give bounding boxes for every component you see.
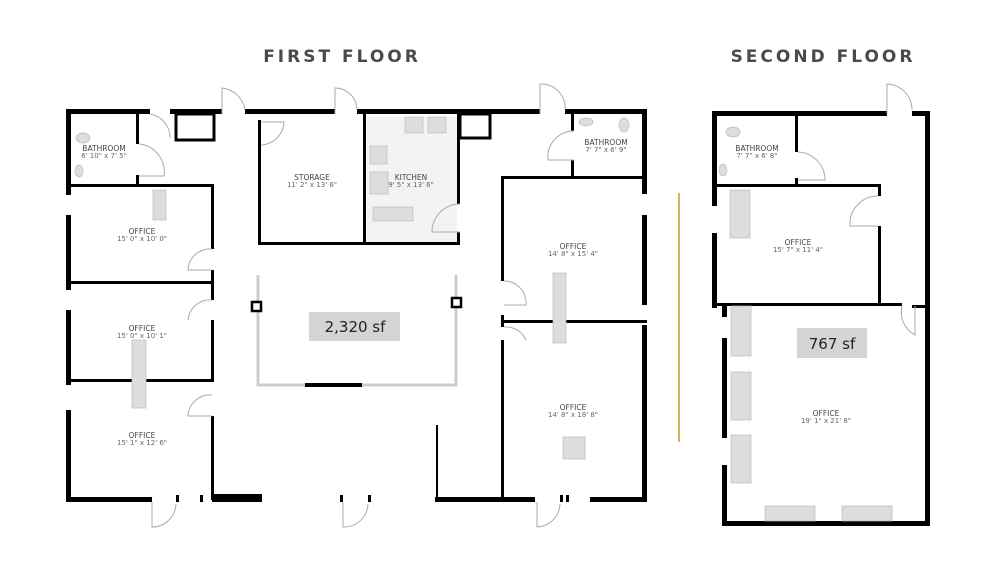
room-dimensions: 15' 0" x 10' 1" (117, 332, 167, 340)
room-dimensions: 15' 0" x 10' 0" (117, 235, 167, 243)
room-dimensions: 14' 8" x 18' 8" (548, 411, 598, 419)
room-dimensions: 7' 7" x 6' 8" (736, 152, 777, 160)
second-floor-title: SECOND FLOOR (731, 47, 916, 67)
room-dimensions: 14' 8" x 15' 4" (548, 250, 598, 258)
room-name: OFFICE (560, 403, 587, 412)
first-floor-title: FIRST FLOOR (263, 47, 421, 67)
room-dimensions: 11' 2" x 13' 6" (287, 181, 337, 189)
room-name: OFFICE (129, 324, 156, 333)
room-name: BATHROOM (82, 144, 125, 153)
first-floor-plan: BATHROOM 6' 10" x 7' 5" STORAGE 11' 2" x… (66, 83, 647, 528)
first-floor-area: 2,320 sf (325, 318, 387, 336)
room-name: OFFICE (129, 431, 156, 440)
second-floor-area: 767 sf (809, 335, 856, 353)
room-name: OFFICE (813, 409, 840, 418)
room-name: KITCHEN (395, 173, 428, 182)
room-name: BATHROOM (735, 144, 778, 153)
room-dimensions: 9' 5" x 13' 6" (388, 181, 434, 189)
area-badge (309, 312, 400, 341)
area-badge (797, 328, 867, 358)
room-dimensions: 19' 1" x 21' 8" (801, 417, 851, 425)
room-dimensions: 15' 7" x 11' 4" (773, 246, 823, 254)
room-name: OFFICE (560, 242, 587, 251)
room-name: STORAGE (294, 173, 330, 182)
room-name: OFFICE (785, 238, 812, 247)
room-name: OFFICE (129, 227, 156, 236)
floor-divider (678, 193, 680, 442)
room-dimensions: 15' 1" x 12' 6" (117, 439, 167, 447)
room-dimensions: 7' 7" x 6' 9" (585, 146, 626, 154)
room-dimensions: 6' 10" x 7' 5" (81, 152, 127, 160)
second-floor-plan: BATHROOM 7' 7" x 6' 8" OFFICE 15' 7" x 1… (712, 83, 930, 526)
room-name: BATHROOM (584, 138, 627, 147)
